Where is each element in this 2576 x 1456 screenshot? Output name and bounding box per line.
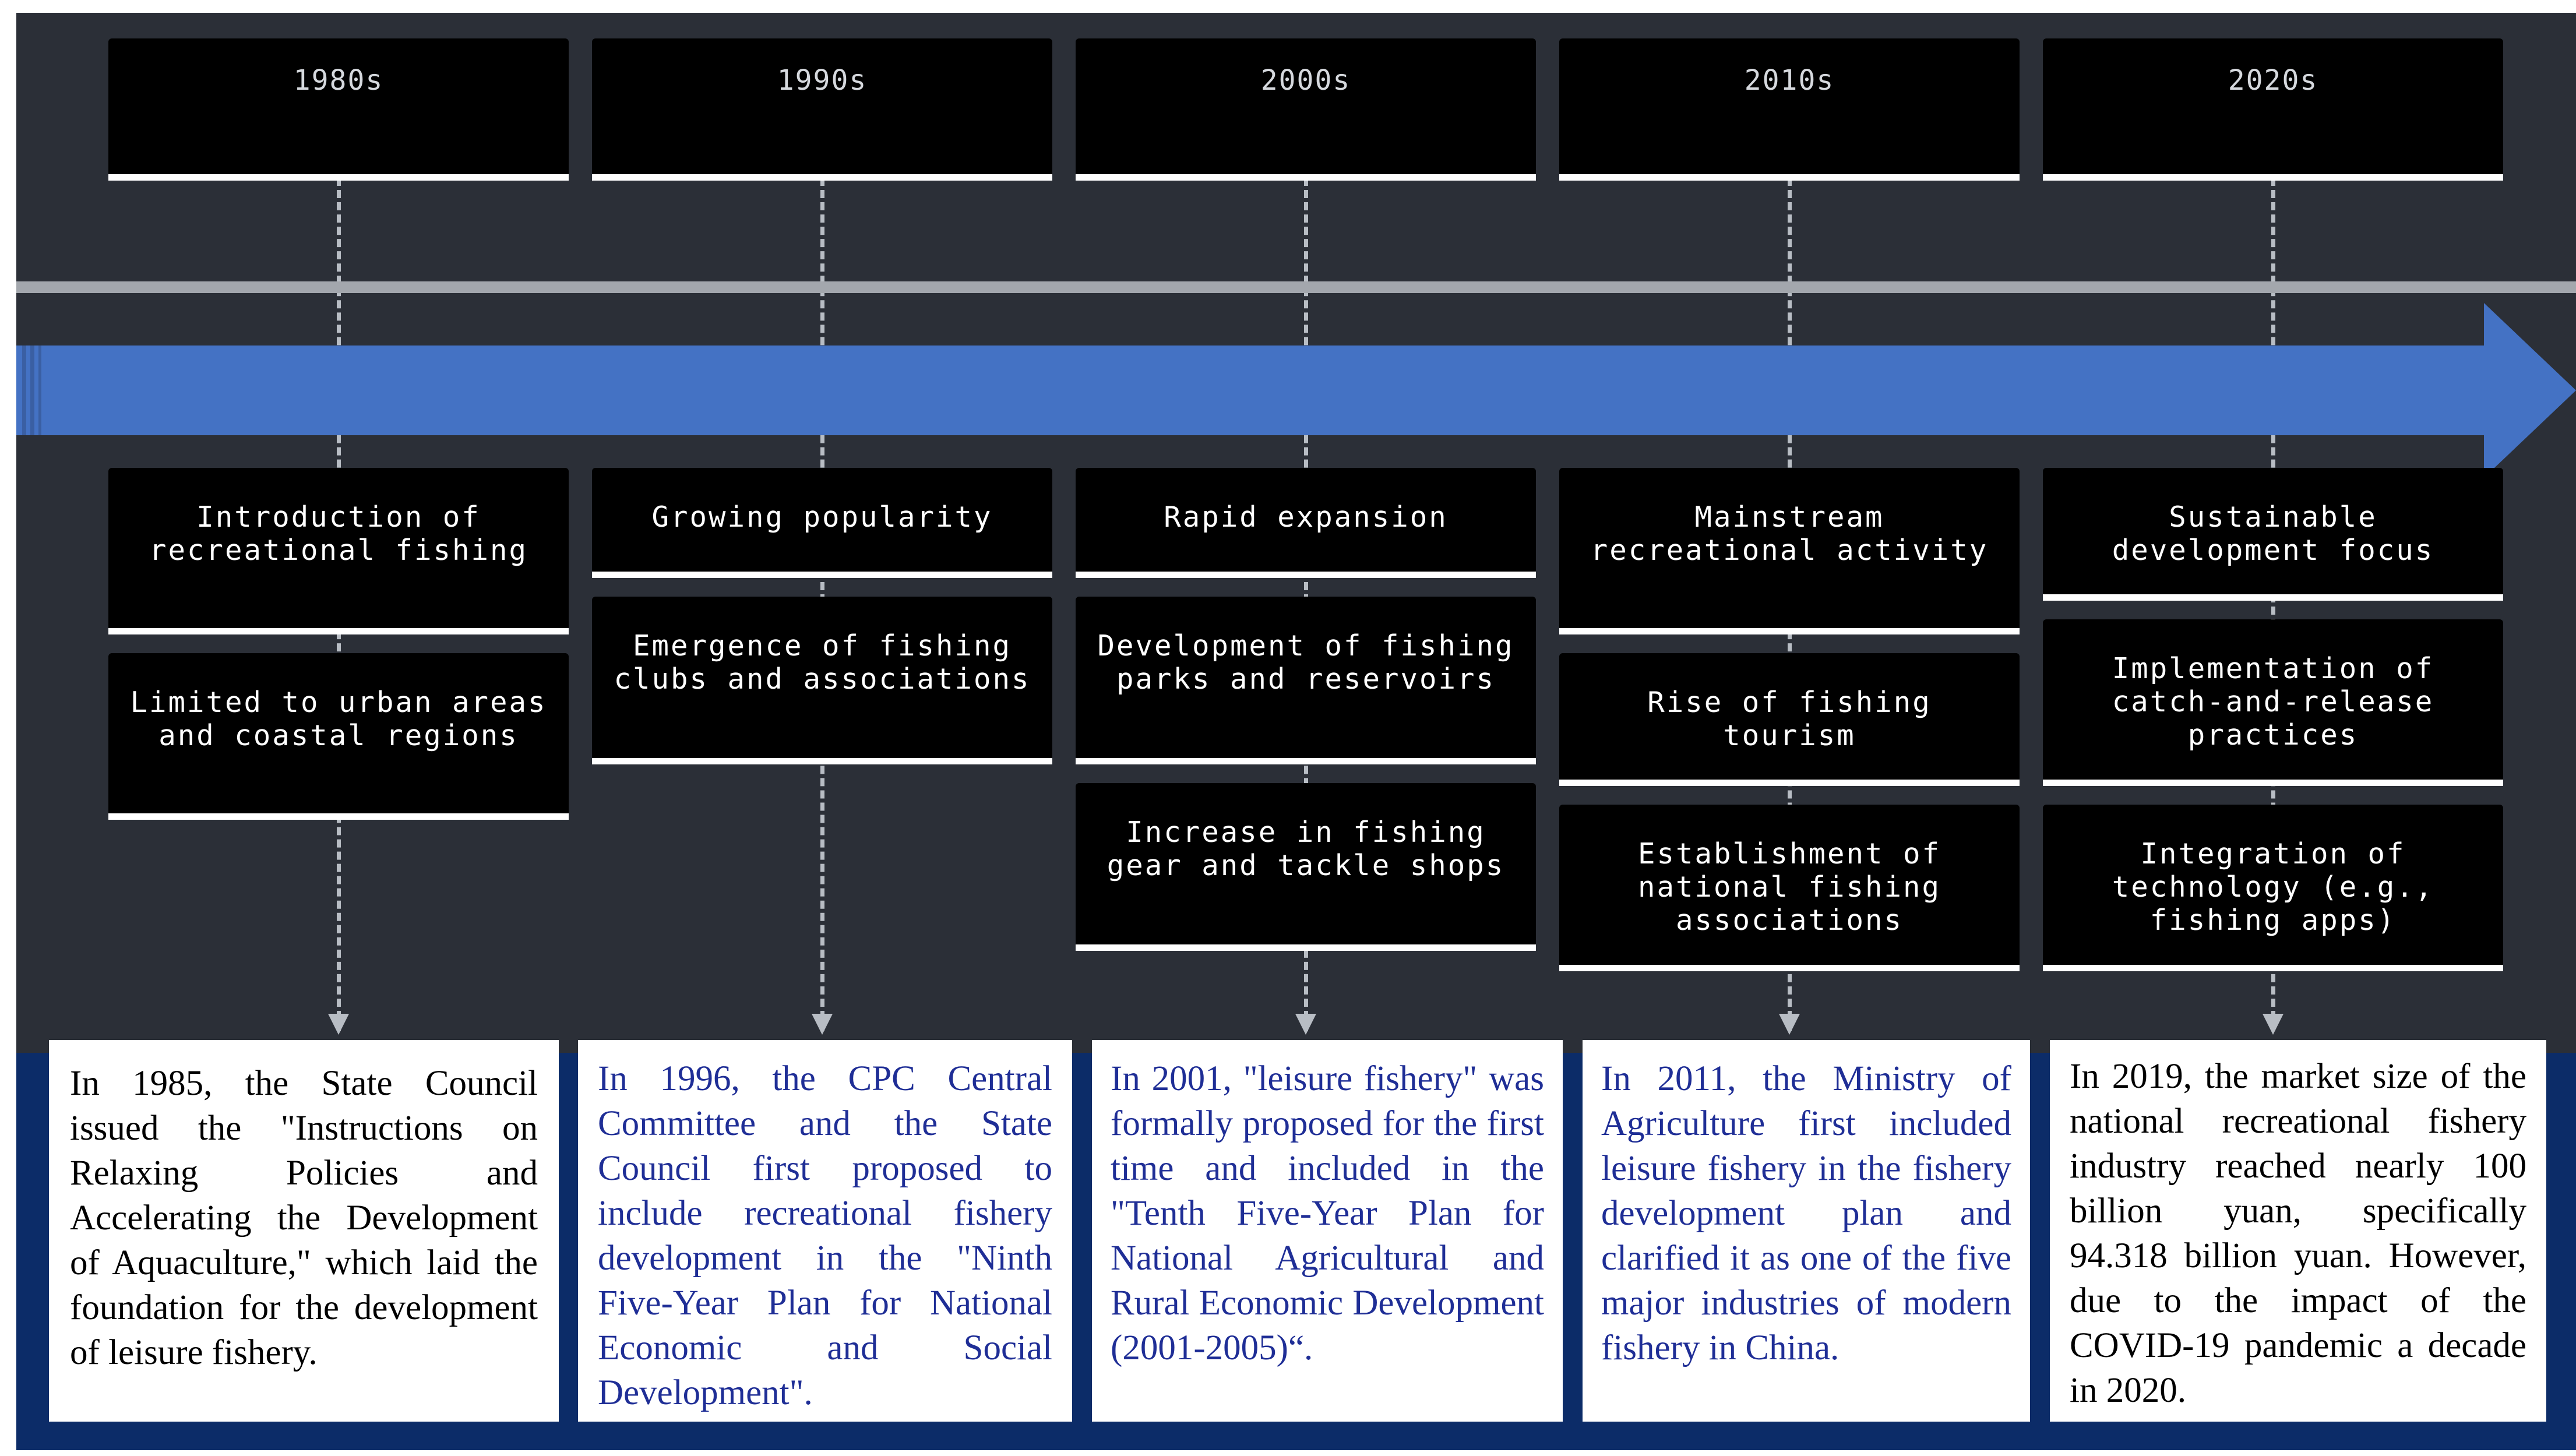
decade-label: 2020s (2228, 64, 2318, 97)
note-1980s: In 1985, the State Council issued the "I… (49, 1040, 559, 1422)
connector-arrowhead-1990s (812, 1014, 833, 1035)
event-box-2010s-1: Mainstream recreational activity (1559, 468, 2020, 634)
arrow-tail-mark (38, 346, 41, 435)
note-text: In 1996, the CPC Central Committee and t… (598, 1059, 1052, 1412)
note-text: In 2019, the market size of the national… (2070, 1057, 2526, 1410)
event-label: Implementation of catch-and-release prac… (2112, 652, 2434, 752)
note-1990s: In 1996, the CPC Central Committee and t… (578, 1040, 1072, 1422)
timeline-rail (16, 281, 2576, 293)
event-box-2000s-3: Increase in fishing gear and tackle shop… (1076, 783, 1536, 951)
arrow-tail-mark (22, 346, 26, 435)
event-box-1980s-2: Limited to urban areas and coastal regio… (108, 653, 569, 820)
timeline-arrow (16, 303, 2576, 478)
note-2020s: In 2019, the market size of the national… (2050, 1040, 2546, 1422)
decade-label: 1980s (293, 64, 384, 97)
decade-label: 2010s (1744, 64, 1835, 97)
connector-arrowhead-2000s (1295, 1014, 1316, 1035)
note-2000s: In 2001, "leisure fishery" was formally … (1092, 1040, 1563, 1422)
event-box-2020s-3: Integration of technology (e.g., fishing… (2043, 805, 2503, 971)
decade-header-2020s: 2020s (2043, 38, 2503, 181)
event-box-2000s-1: Rapid expansion (1076, 468, 1536, 578)
event-label: Introduction of recreational fishing (149, 500, 528, 567)
event-label: Integration of technology (e.g., fishing… (2112, 837, 2434, 937)
decade-label: 1990s (777, 64, 868, 97)
event-box-2000s-2: Development of fishing parks and reservo… (1076, 597, 1536, 764)
event-label: Development of fishing parks and reservo… (1097, 629, 1514, 696)
event-box-1980s-1: Introduction of recreational fishing (108, 468, 569, 634)
decade-header-1990s: 1990s (592, 38, 1052, 181)
timeline-arrow-shape (16, 303, 2576, 478)
event-label: Limited to urban areas and coastal regio… (130, 686, 547, 752)
decade-header-2000s: 2000s (1076, 38, 1536, 181)
decade-label: 2000s (1260, 64, 1351, 97)
decade-header-1980s: 1980s (108, 38, 569, 181)
event-box-2020s-2: Implementation of catch-and-release prac… (2043, 619, 2503, 786)
event-label: Growing popularity (651, 500, 993, 534)
event-box-2010s-2: Rise of fishing tourism (1559, 653, 2020, 786)
arrow-tail-mark (30, 346, 34, 435)
event-box-2010s-3: Establishment of national fishing associ… (1559, 805, 2020, 971)
event-label: Mainstream recreational activity (1590, 500, 1989, 567)
event-box-2020s-1: Sustainable development focus (2043, 468, 2503, 601)
event-label: Emergence of fishing clubs and associati… (614, 629, 1031, 696)
event-box-1990s-2: Emergence of fishing clubs and associati… (592, 597, 1052, 764)
event-label: Rapid expansion (1164, 500, 1448, 534)
connector-arrowhead-2020s (2263, 1014, 2283, 1035)
connector-arrowhead-2010s (1779, 1014, 1800, 1035)
event-label: Establishment of national fishing associ… (1637, 837, 1941, 937)
event-label: Sustainable development focus (2112, 500, 2434, 567)
decade-header-2010s: 2010s (1559, 38, 2020, 181)
event-label: Rise of fishing tourism (1647, 686, 1932, 752)
connector-line-2020s (2271, 178, 2275, 1031)
event-box-1990s-1: Growing popularity (592, 468, 1052, 578)
note-2010s: In 2011, the Ministry of Agriculture fir… (1583, 1040, 2030, 1422)
note-text: In 2011, the Ministry of Agriculture fir… (1601, 1059, 2011, 1367)
note-text: In 2001, "leisure fishery" was formally … (1111, 1059, 1544, 1367)
event-label: Increase in fishing gear and tackle shop… (1106, 816, 1505, 882)
note-text: In 1985, the State Council issued the "I… (70, 1064, 538, 1372)
connector-arrowhead-1980s (328, 1014, 349, 1035)
